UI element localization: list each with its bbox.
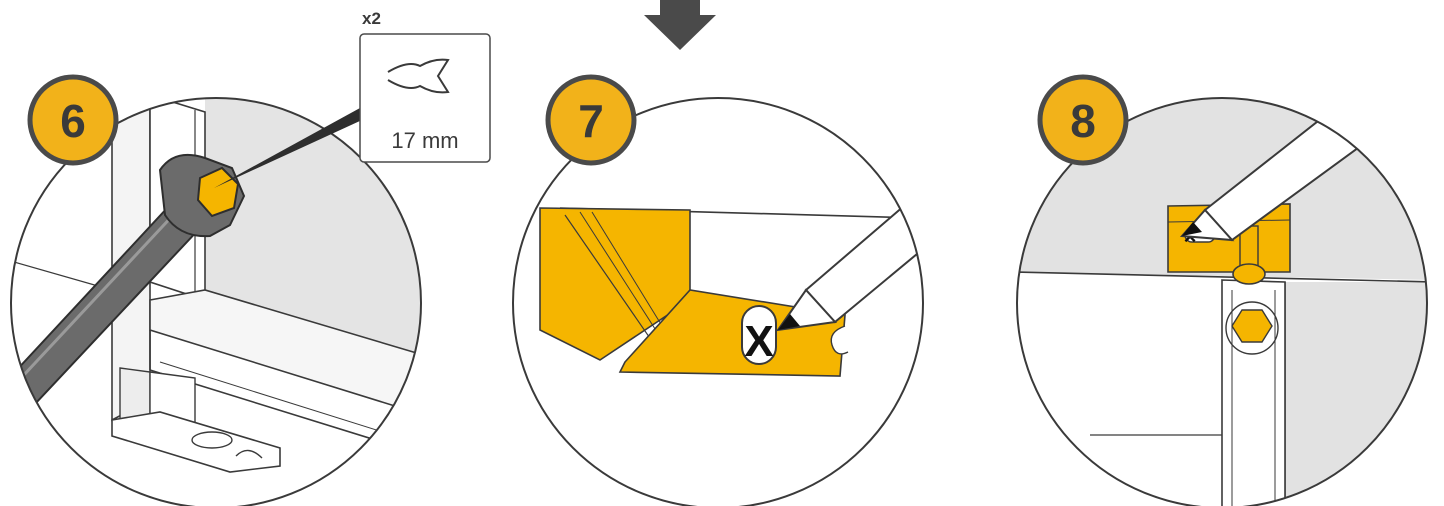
step-6-number: 6 <box>60 95 86 147</box>
step-7-panel: X 7 <box>510 77 970 506</box>
tool-size-label: 17 mm <box>391 128 458 153</box>
step-6-badge: 6 <box>30 77 116 163</box>
step-8-number: 8 <box>1070 95 1096 147</box>
step-8-panel: × 8 <box>1015 77 1435 506</box>
step-8-badge: 8 <box>1040 77 1126 163</box>
step-7-mark: X <box>744 317 773 366</box>
step-6-panel: x2 17 mm 6 <box>0 9 490 506</box>
down-arrow-icon <box>644 0 716 50</box>
step-7-badge: 7 <box>548 77 634 163</box>
tool-quantity-label: x2 <box>362 9 381 28</box>
step-7-number: 7 <box>578 95 604 147</box>
tool-callout: x2 17 mm <box>360 9 490 162</box>
